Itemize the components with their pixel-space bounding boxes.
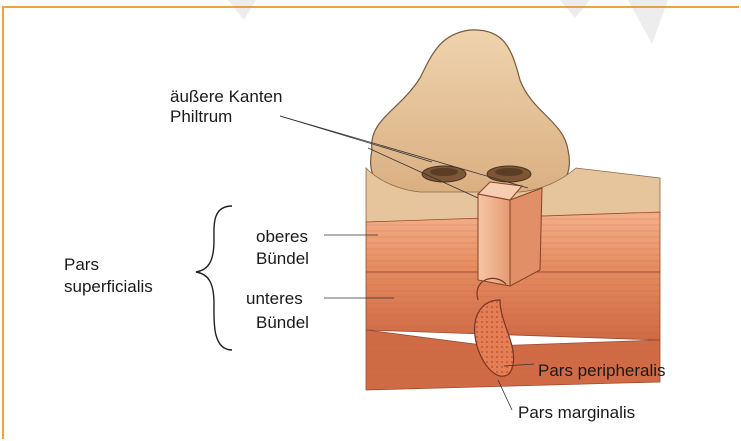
upper-bundle-label-line2: Bündel — [256, 249, 309, 268]
pars-marginalis-label: Pars marginalis — [518, 402, 635, 423]
outer-edges-label: äußere Kanten — [170, 86, 282, 107]
upper-bundle-label-line2-wrap: Bündel — [256, 248, 309, 269]
pars-marginalis-text: Pars marginalis — [518, 403, 635, 422]
outer-edges-label-line1: äußere Kanten — [170, 87, 282, 106]
pars-superficialis-label-line2-wrap: superficialis — [64, 276, 153, 297]
lower-bundle-label: unteres — [246, 288, 303, 309]
pars-peripheralis-label: Pars peripheralis — [538, 360, 666, 381]
pars-superficialis-label-line1: Pars — [64, 255, 99, 274]
lower-bundle-label-line2-wrap: Bündel — [256, 312, 309, 333]
philtrum-label: Philtrum — [170, 107, 232, 126]
upper-bundle-label: oberes — [256, 226, 308, 247]
lower-bundle-label-line1: unteres — [246, 289, 303, 308]
philtrum-column — [478, 182, 542, 286]
pars-peripheralis-text: Pars peripheralis — [538, 361, 666, 380]
upper-bundle-label-line1: oberes — [256, 227, 308, 246]
pars-superficialis-label: Pars — [64, 254, 99, 275]
brace — [196, 206, 232, 350]
pars-superficialis-label-line2: superficialis — [64, 277, 153, 296]
outer-edges-label-line2: Philtrum — [170, 106, 232, 127]
lower-bundle-label-line2: Bündel — [256, 313, 309, 332]
